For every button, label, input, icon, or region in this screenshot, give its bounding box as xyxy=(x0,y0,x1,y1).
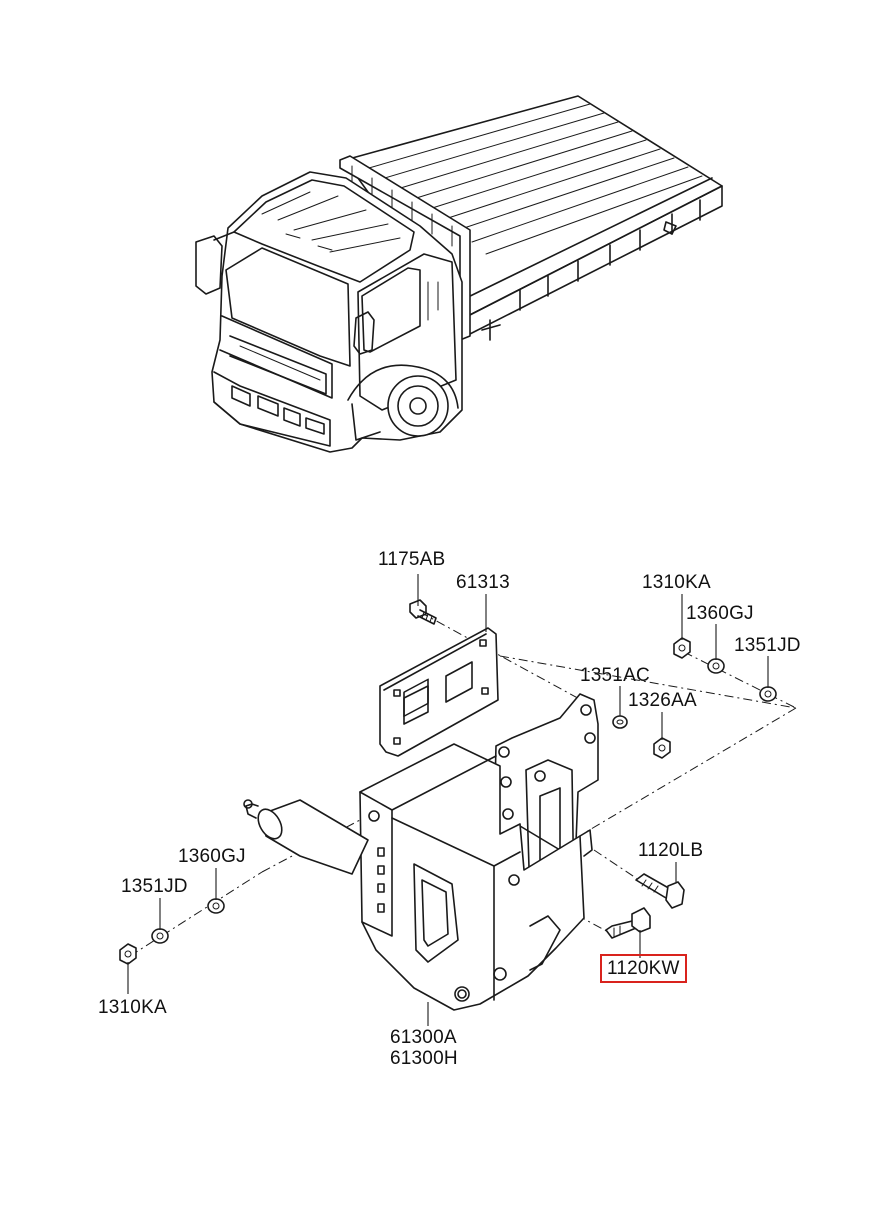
nut-1310KA-left xyxy=(119,943,137,965)
label-1360GJ-top: 1360GJ xyxy=(686,603,754,624)
washer-1351AC xyxy=(612,715,628,729)
washer-1360GJ-left xyxy=(207,898,225,914)
label-61313: 61313 xyxy=(456,572,510,593)
washer-1351JD-left xyxy=(151,928,169,944)
assembly-drawing xyxy=(119,574,797,1026)
label-1310KA-left: 1310KA xyxy=(98,997,167,1018)
bolt-1120KW xyxy=(605,907,651,939)
box-bracket-61300A xyxy=(359,743,593,1011)
label-1360GJ-left: 1360GJ xyxy=(178,846,246,867)
label-1351JD-top: 1351JD xyxy=(734,635,801,656)
label-1310KA-top: 1310KA xyxy=(642,572,711,593)
label-61300A: 61300A xyxy=(390,1027,457,1048)
plate-61313 xyxy=(379,627,499,757)
nut-1310KA-top xyxy=(673,637,691,659)
label-1120LB: 1120LB xyxy=(638,840,704,861)
nut-1326AA xyxy=(653,737,671,759)
truck-illustration xyxy=(195,95,723,453)
label-61300H: 61300H xyxy=(390,1048,458,1069)
label-1175AB: 1175AB xyxy=(378,549,446,570)
label-1120KW: 1120KW xyxy=(600,954,687,983)
label-1351JD-left: 1351JD xyxy=(121,876,188,897)
leader-lines xyxy=(127,574,769,1026)
washer-1351JD-top xyxy=(759,686,777,702)
cylinder xyxy=(243,799,369,875)
label-1351AC: 1351AC xyxy=(580,665,650,686)
bolt-1175AB xyxy=(409,599,437,625)
bolt-1120LB xyxy=(635,873,685,909)
label-1326AA: 1326AA xyxy=(628,690,697,711)
washer-1360GJ-top xyxy=(707,658,725,674)
